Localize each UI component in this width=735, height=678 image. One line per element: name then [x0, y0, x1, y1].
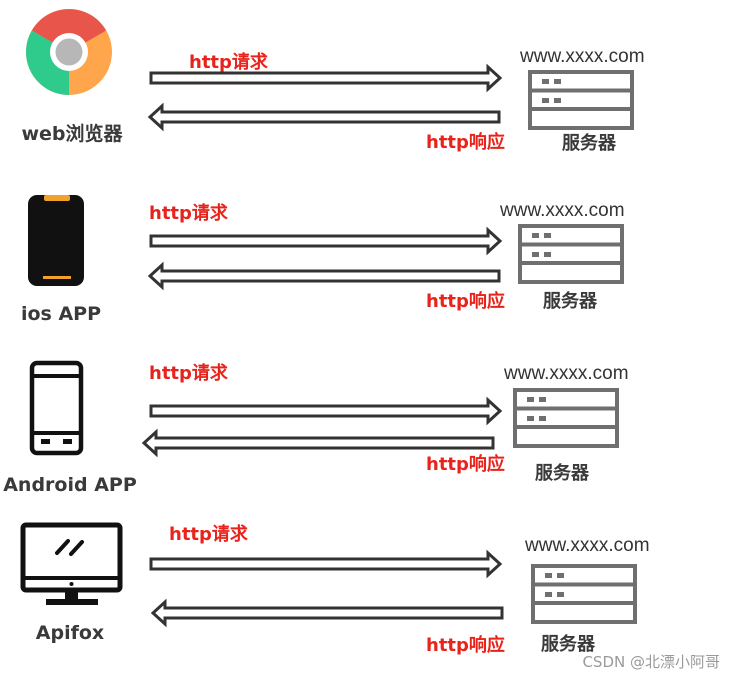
request-arrow [149, 549, 503, 579]
server-icon [531, 564, 637, 624]
request-arrow [149, 226, 503, 256]
client-label: web浏览器 [21, 122, 123, 145]
request-label: http请求 [149, 202, 229, 224]
request-arrow [149, 396, 503, 426]
response-label: http响应 [426, 634, 505, 656]
row-android-app: Android APP http请求 http响应 www.xxxx.com 服… [3, 360, 629, 496]
desktop-monitor-icon [20, 522, 123, 605]
request-label: http请求 [189, 51, 269, 73]
server-domain: www.xxxx.com [524, 535, 650, 556]
response-arrow [141, 428, 495, 458]
response-label: http响应 [426, 131, 505, 153]
watermark: CSDN @北漂小阿哥 [582, 653, 720, 671]
server-label: 服务器 [562, 132, 617, 154]
request-label: http请求 [149, 362, 229, 384]
row-apifox: Apifox http请求 http响应 www.xxxx.com 服务器 [20, 522, 650, 656]
row-ios-app: ios APP http请求 http响应 www.xxxx.com 服务器 [21, 195, 625, 325]
iphone-icon [28, 195, 84, 286]
android-phone-icon [29, 360, 84, 456]
response-label: http响应 [426, 453, 505, 475]
server-label: 服务器 [543, 290, 598, 312]
server-domain: www.xxxx.com [503, 363, 629, 384]
server-domain: www.xxxx.com [499, 200, 625, 221]
server-icon [528, 70, 634, 130]
client-label: ios APP [21, 303, 101, 325]
server-label: 服务器 [541, 633, 596, 655]
server-label: 服务器 [535, 462, 590, 484]
request-arrow [149, 63, 503, 93]
response-arrow [150, 598, 504, 628]
response-arrow [147, 102, 501, 132]
client-label: Apifox [36, 622, 104, 644]
client-label: Android APP [3, 474, 137, 496]
request-label: http请求 [169, 523, 249, 545]
chrome-browser-icon [26, 9, 112, 95]
response-arrow [147, 261, 501, 291]
server-icon [513, 388, 619, 448]
row-web-browser: web浏览器 http请求 http响应 www.xxxx.com 服务器 [21, 9, 645, 154]
server-icon [518, 224, 624, 284]
response-label: http响应 [426, 290, 505, 312]
server-domain: www.xxxx.com [519, 46, 645, 67]
